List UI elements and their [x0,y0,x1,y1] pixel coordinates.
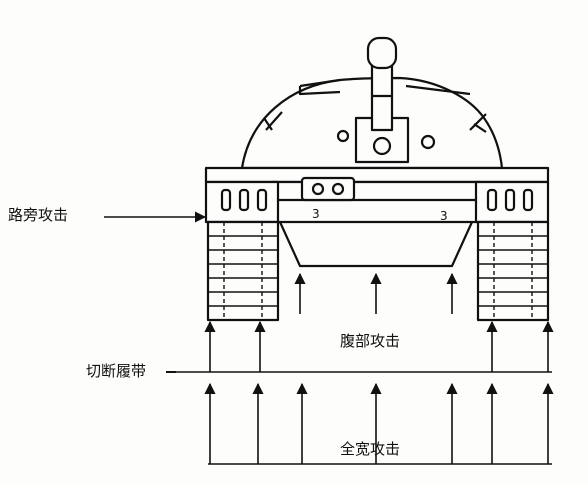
hull-belly [278,221,474,268]
hull-deck [204,166,550,184]
attack-arrows [104,211,554,465]
headlights [300,176,356,202]
sight-right [420,134,436,150]
label-belly-attack: 腹部攻击 [340,332,400,350]
svg-text:3: 3 [312,207,320,221]
mantlet-port [372,136,392,156]
label-full-width-attack: 全宽攻击 [340,440,400,458]
svg-text:3: 3 [440,209,448,223]
tank-drawing: 3 3 [204,36,550,322]
cupola [298,78,341,96]
label-roadside-attack: 路旁攻击 [8,206,68,224]
sight-left [336,129,350,143]
turret-handle-left [263,111,283,131]
left-track [206,220,280,322]
left-fender [204,180,280,224]
turret-rail [405,84,471,96]
right-track [476,220,550,322]
muzzle [366,36,398,70]
right-fender [474,180,550,224]
label-cut-track: 切断履带 [86,362,146,380]
turret-handle-right [469,113,487,133]
